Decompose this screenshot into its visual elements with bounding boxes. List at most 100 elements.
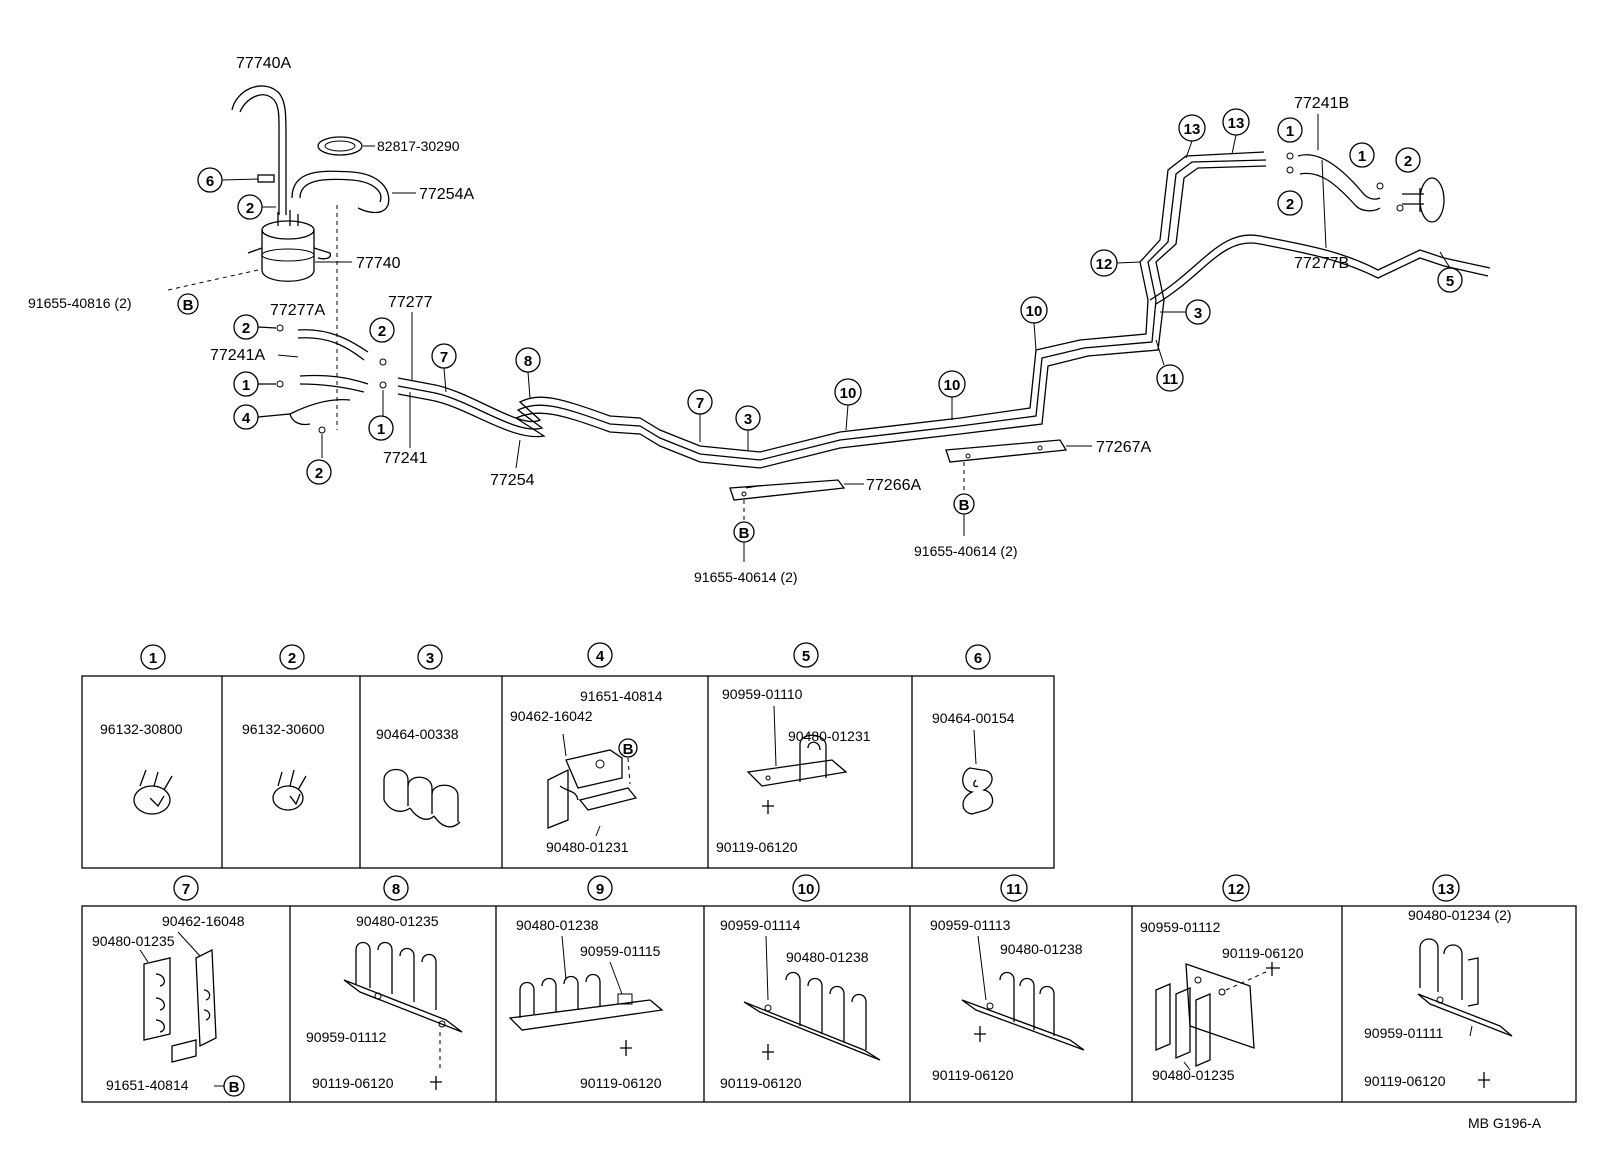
double-clamp-bracket-icon — [1417, 938, 1513, 1088]
svg-text:6: 6 — [974, 650, 982, 667]
svg-text:90119-06120: 90119-06120 — [932, 1067, 1014, 1083]
tank-fitting — [1396, 177, 1445, 223]
svg-text:90480-01231: 90480-01231 — [788, 728, 871, 744]
marker-3-bundle: 3 — [735, 405, 761, 431]
svg-text:10: 10 — [840, 385, 857, 402]
svg-text:1: 1 — [1358, 148, 1366, 165]
marker-3-right: 3 — [1185, 299, 1211, 325]
legend-cell-1: 1 96132-30800 — [100, 644, 183, 815]
svg-text:B: B — [183, 297, 194, 314]
svg-text:90959-01115: 90959-01115 — [580, 943, 661, 959]
marker-b-77266A: B — [733, 521, 755, 543]
marker-4: 4 — [233, 404, 259, 430]
legend-cell-7: 7 90462-16048 90480-01235 91651-40814 B — [92, 875, 245, 1097]
svg-text:90959-01112: 90959-01112 — [1140, 919, 1221, 935]
svg-text:2: 2 — [246, 200, 254, 217]
legend-cell-6: 6 90464-00154 — [932, 644, 1015, 815]
vertical-plate-clamp-icon — [1155, 962, 1280, 1071]
svg-text:12: 12 — [1096, 256, 1113, 273]
label-77277: 77277 — [388, 294, 433, 311]
svg-text:7: 7 — [696, 395, 704, 412]
triple-clip-icon — [383, 768, 461, 828]
svg-text:90119-06120: 90119-06120 — [1222, 945, 1304, 961]
svg-text:2: 2 — [378, 323, 386, 340]
svg-text:3: 3 — [744, 411, 752, 428]
marker-1-77241: 1 — [368, 415, 394, 441]
svg-text:90462-16042: 90462-16042 — [510, 708, 593, 724]
marker-1-right-top: 1 — [1277, 117, 1303, 143]
legend-cell-3: 3 90464-00338 — [376, 644, 461, 828]
svg-text:91651-40814: 91651-40814 — [106, 1077, 189, 1093]
label-77254: 77254 — [490, 472, 535, 489]
bracket-77266A — [729, 479, 846, 501]
legend-cell-9: 9 90480-01238 90959-01115 90119-06120 — [508, 875, 664, 1091]
svg-text:8: 8 — [392, 881, 400, 898]
svg-text:2: 2 — [288, 650, 296, 667]
marker-2-far: 2 — [1395, 147, 1421, 173]
label-77266A: 77266A — [866, 477, 921, 494]
svg-text:11: 11 — [1162, 371, 1178, 388]
svg-text:90480-01238: 90480-01238 — [786, 949, 869, 965]
label-91655-40614-a: 91655-40614 (2) — [694, 569, 798, 585]
svg-text:91651-40814: 91651-40814 — [580, 688, 663, 704]
label-77277B: 77277B — [1294, 255, 1349, 272]
fuel-line-bundle — [397, 151, 1267, 469]
marker-2-77277A: 2 — [233, 314, 259, 340]
svg-text:10: 10 — [944, 377, 961, 394]
legend-row-2: 7 90462-16048 90480-01235 91651-40814 B … — [81, 874, 1577, 1103]
svg-text:10: 10 — [798, 881, 815, 898]
hose-77241A — [299, 374, 369, 385]
svg-text:2: 2 — [1286, 196, 1294, 213]
marker-13-a: 13 — [1178, 114, 1206, 142]
branch-line — [1149, 234, 1491, 301]
tube-77740A — [231, 85, 287, 215]
marker-1-77241A: 1 — [233, 371, 259, 397]
label-77241B: 77241B — [1294, 95, 1349, 112]
flat-clamp-bracket-icon — [508, 935, 664, 1056]
label-77267A: 77267A — [1096, 439, 1151, 456]
marker-1-far: 1 — [1349, 142, 1375, 168]
marker-b-legend-4 — [618, 738, 638, 758]
svg-text:90464-00154: 90464-00154 — [932, 710, 1015, 726]
svg-text:5: 5 — [1446, 273, 1454, 290]
svg-text:4: 4 — [242, 410, 251, 427]
svg-text:90119-06120: 90119-06120 — [580, 1075, 662, 1091]
marker-7: 7 — [431, 343, 457, 369]
bracket-77267A — [945, 439, 1068, 463]
marker-13-b: 13 — [1222, 108, 1250, 136]
marker-2-bottom: 2 — [306, 459, 332, 485]
label-82817-30290: 82817-30290 — [377, 138, 460, 154]
bracket-clip-icon — [746, 705, 848, 814]
svg-text:B: B — [229, 1079, 240, 1096]
label-77740A: 77740A — [236, 55, 291, 72]
marker-2: 2 — [237, 194, 263, 220]
svg-text:96132-30800: 96132-30800 — [100, 721, 183, 737]
svg-text:90959-01114: 90959-01114 — [720, 917, 801, 933]
legend-cell-13: 13 90480-01234 (2) 90959-01111 90119-061… — [1364, 874, 1513, 1089]
svg-text:90480-01238: 90480-01238 — [516, 917, 599, 933]
angled-clamp-bracket-icon — [961, 935, 1085, 1051]
svg-text:B: B — [739, 525, 750, 542]
svg-text:90462-16048: 90462-16048 — [162, 913, 245, 929]
svg-text:90119-06120: 90119-06120 — [720, 1075, 802, 1091]
marker-b-legend-7 — [223, 1075, 245, 1097]
marker-b-canister: B — [177, 293, 199, 315]
svg-text:90480-01231: 90480-01231 — [546, 839, 629, 855]
legend-cell-8: 8 90480-01235 90959-01112 90119-06120 — [306, 875, 463, 1091]
label-77740: 77740 — [356, 255, 401, 272]
legend-cell-5: 5 90959-01110 90480-01231 90119-06120 — [716, 642, 871, 855]
svg-text:90959-01112: 90959-01112 — [306, 1029, 387, 1045]
hose-77241B — [1297, 154, 1381, 200]
marker-b-77267A: B — [953, 493, 975, 515]
marker-2-77277: 2 — [369, 317, 395, 343]
label-77241A: 77241A — [210, 347, 265, 364]
svg-text:8: 8 — [524, 353, 532, 370]
legend-cell-12: 12 90959-01112 90119-06120 90480-01235 — [1140, 874, 1304, 1083]
svg-text:90480-01235: 90480-01235 — [92, 933, 175, 949]
clamp-bracket-icon — [547, 733, 638, 837]
svg-text:90119-06120: 90119-06120 — [312, 1075, 394, 1091]
svg-text:90959-01110: 90959-01110 — [722, 686, 803, 702]
upper-assembly: 77740A 82817-30290 77254A 6 2 — [28, 55, 1491, 585]
legend-row-1: 1 96132-30800 2 96132-30600 3 90464-0033… — [81, 642, 1055, 869]
